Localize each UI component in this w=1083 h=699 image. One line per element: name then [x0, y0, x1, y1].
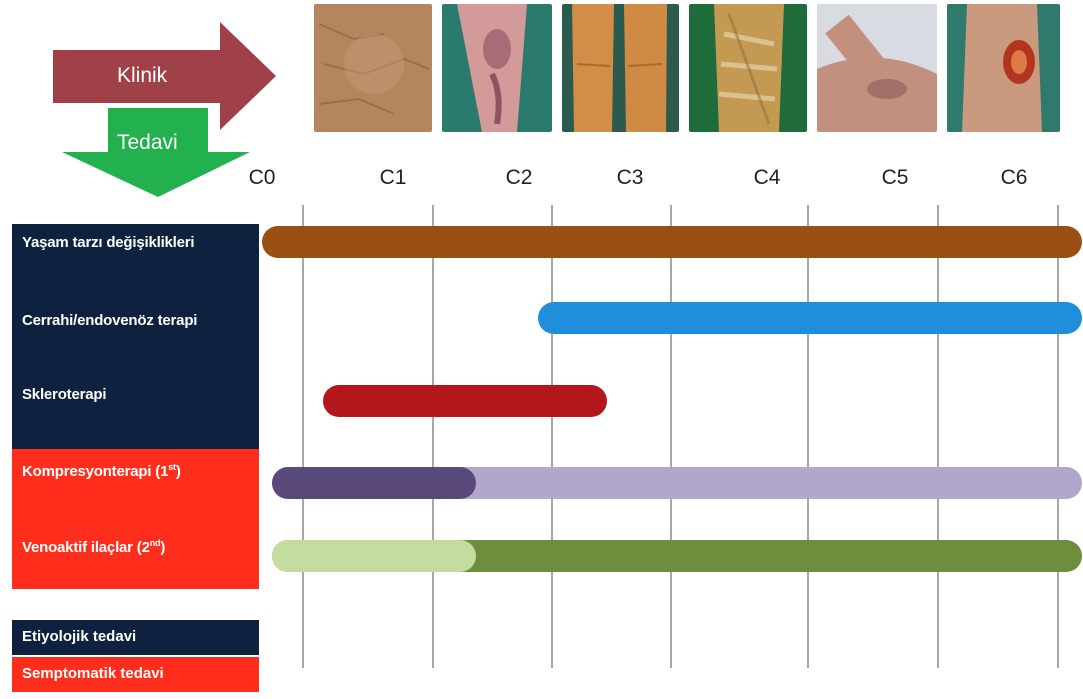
legend-etiological: Etiyolojik tedavi — [12, 620, 259, 655]
stage-label-c3: C3 — [617, 166, 644, 190]
row-label-sclerotherapy: Skleroterapi — [22, 386, 106, 403]
stage-label-c6: C6 — [1001, 166, 1028, 190]
edema-legs-photo — [562, 4, 679, 132]
skin-telangiectasia-photo — [314, 4, 432, 132]
legend-symptomatic-label: Semptomatik tedavi — [22, 665, 164, 682]
treatment-bar-1-0 — [538, 302, 1082, 334]
active-ulcer-leg-photo — [947, 4, 1060, 132]
stage-label-c5: C5 — [882, 166, 909, 190]
varicose-vein-leg-photo — [442, 4, 552, 132]
legend-symptomatic: Semptomatik tedavi — [12, 657, 259, 692]
healed-ulcer-ankle-photo — [817, 4, 937, 132]
treatment-label: Tedavi — [117, 131, 178, 155]
row-label-compression: Kompresyonterapi (1st) — [22, 462, 181, 480]
etiological-panel — [12, 224, 259, 449]
treatment-bar-3-1 — [272, 467, 476, 499]
row-label-venoactive: Venoaktif ilaçlar (2nd) — [22, 538, 165, 556]
treatment-bar-0-0 — [262, 226, 1082, 258]
treatment-bar-2-0 — [323, 385, 607, 417]
treatment-bars — [262, 226, 1082, 572]
stage-label-c1: C1 — [380, 166, 407, 190]
skin-changes-leg-photo — [689, 4, 807, 132]
stage-label-c2: C2 — [506, 166, 533, 190]
treatment-bar-4-1 — [272, 540, 476, 572]
stage-gridlines — [303, 205, 1058, 668]
row-label-lifestyle: Yaşam tarzı değişiklikleri — [22, 234, 194, 251]
stage-label-c4: C4 — [754, 166, 781, 190]
stage-label-c0: C0 — [249, 166, 276, 190]
clinical-label: Klinik — [117, 64, 167, 88]
legend-etiological-label: Etiyolojik tedavi — [22, 628, 136, 645]
row-label-surgery: Cerrahi/endovenöz terapi — [22, 312, 197, 329]
